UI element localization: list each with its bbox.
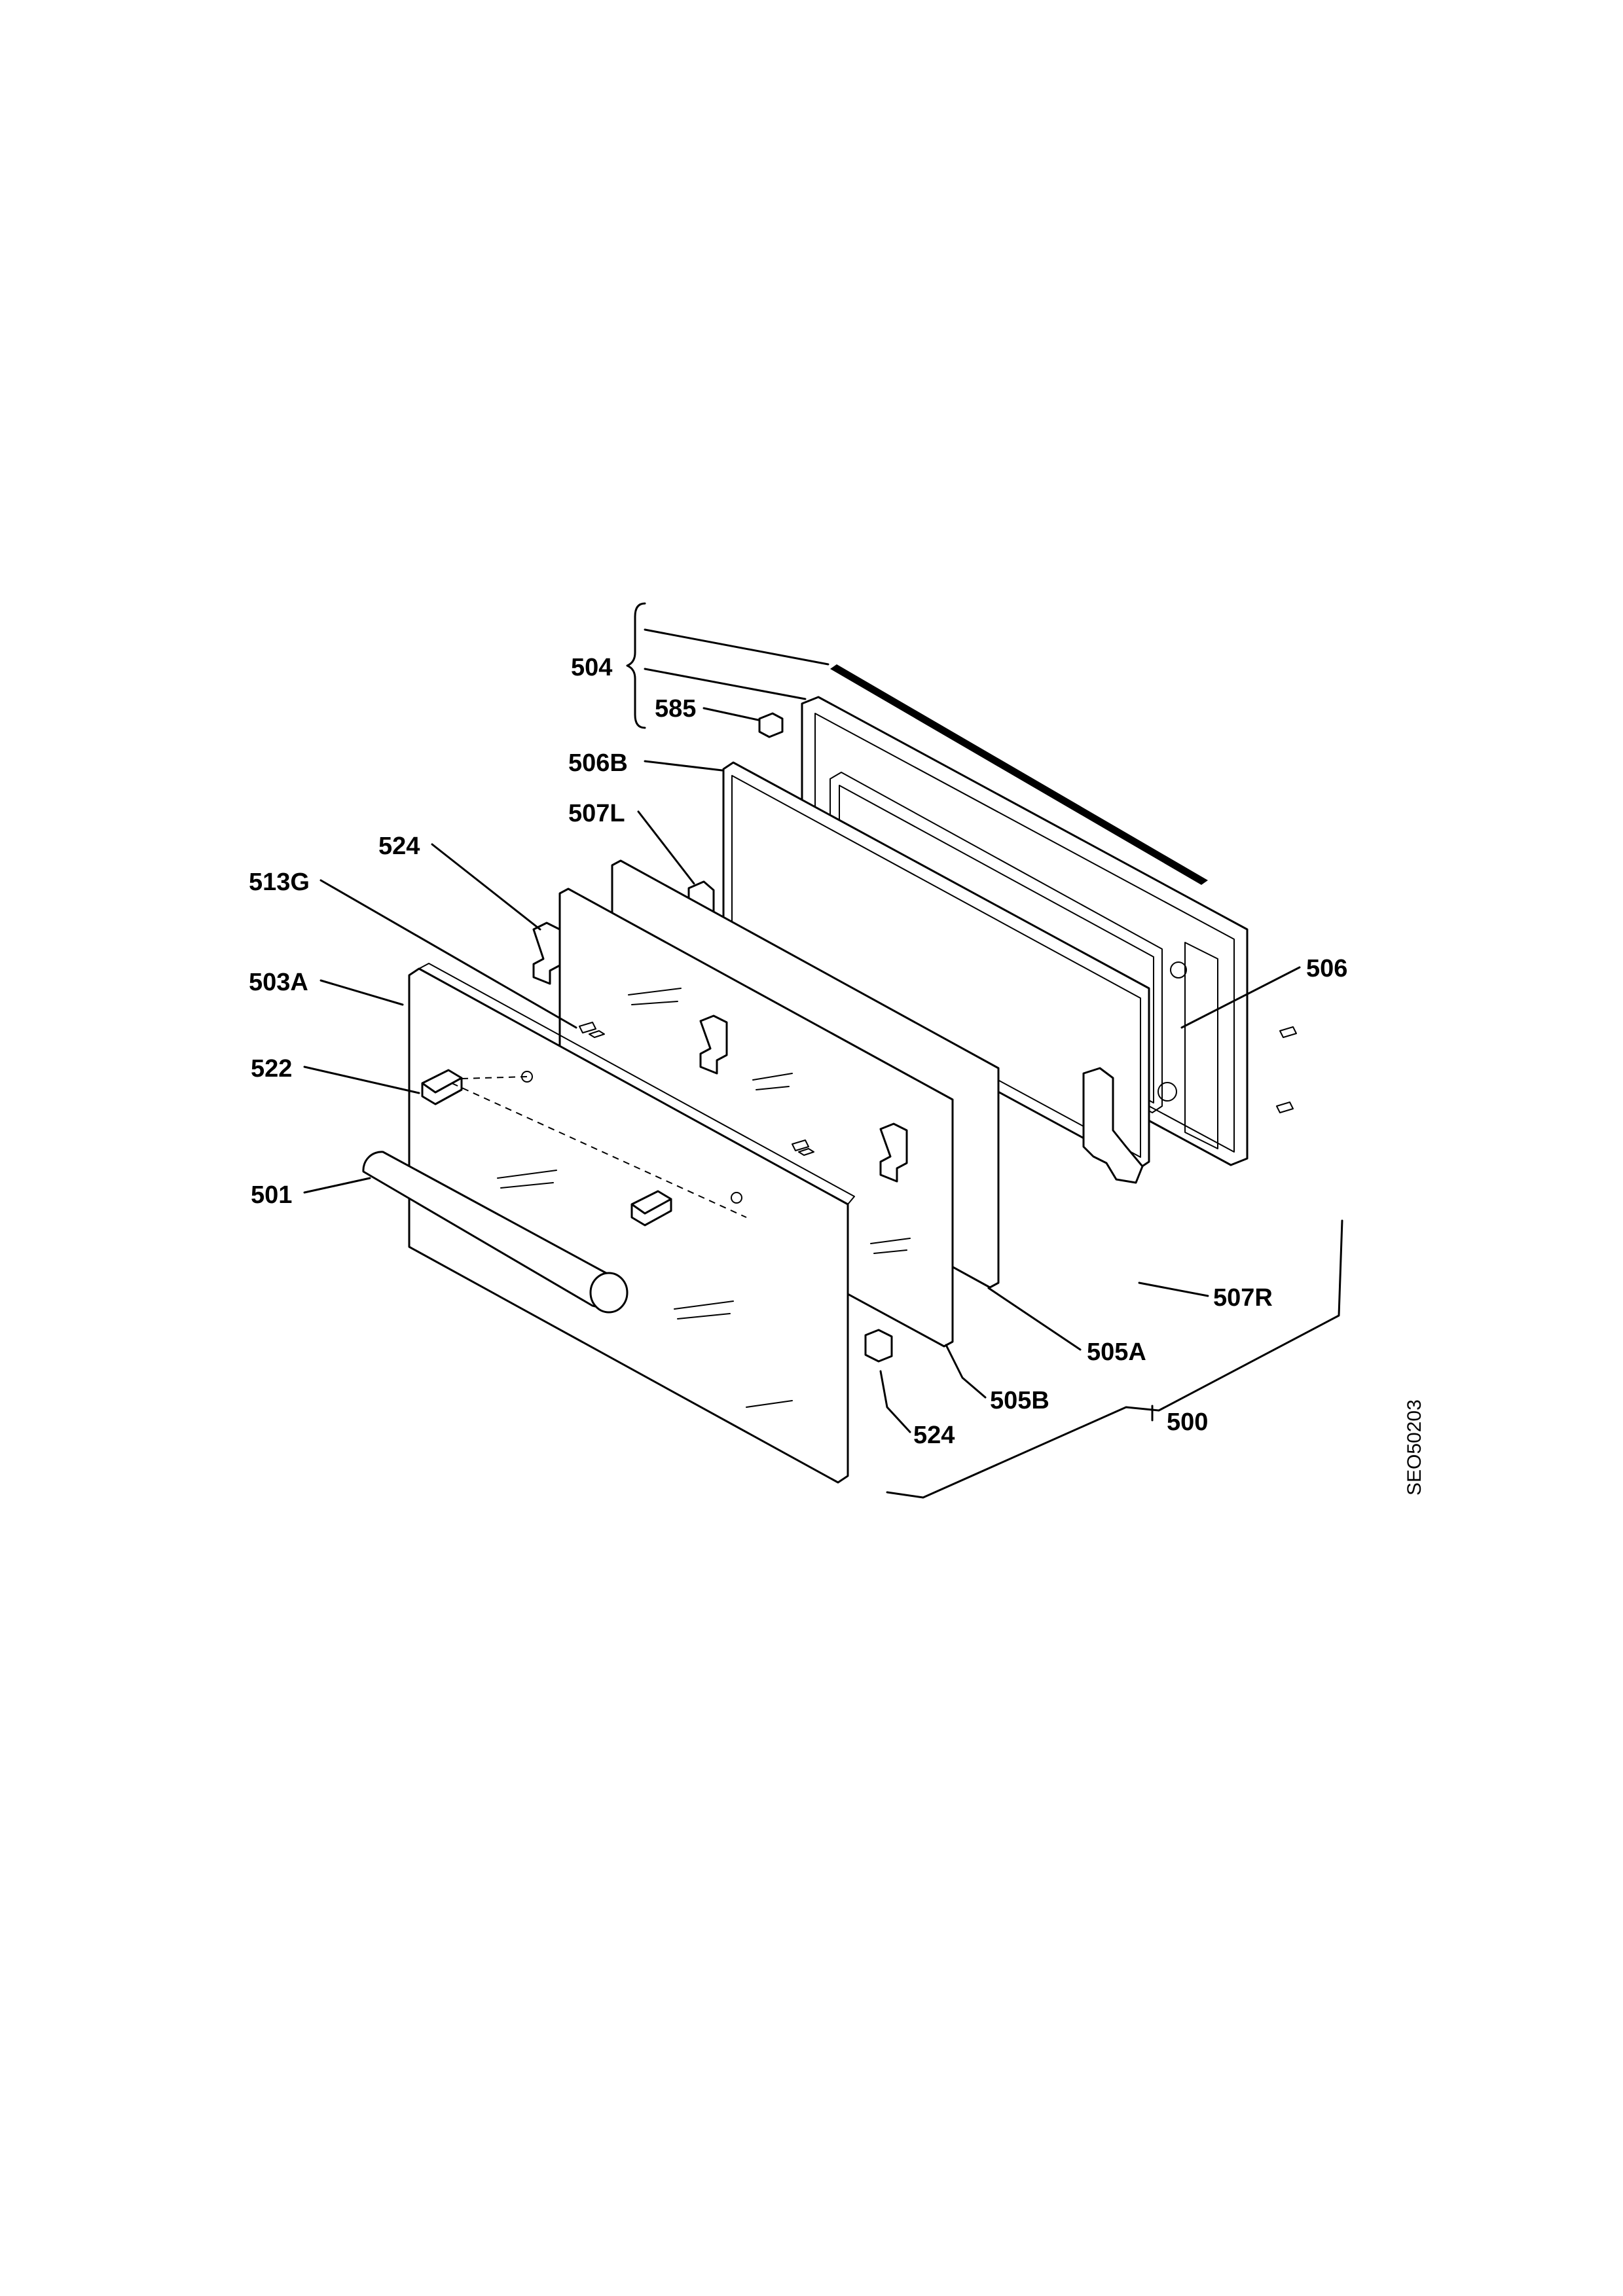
handle-standoffs [421,1069,672,1227]
callout-524-bottom: 524 [913,1422,955,1449]
door-handle [362,1151,629,1314]
callout-503A: 503A [249,969,308,996]
callout-507R: 507R [1213,1284,1273,1312]
glass-brackets [589,1014,908,1183]
callout-505A: 505A [1087,1338,1146,1366]
hinge-right [1082,1067,1144,1184]
callout-506B: 506B [568,749,628,777]
callout-501: 501 [251,1181,292,1209]
leader-lines [303,602,1343,1499]
outer-glass-503A [408,963,855,1484]
callout-505B: 505B [990,1387,1049,1414]
callout-522: 522 [251,1055,292,1083]
clip-524-bottom [864,1329,893,1363]
document-id: SEO50203 [1404,1399,1425,1496]
screws [579,1022,1297,1151]
callout-585: 585 [655,695,696,723]
callout-506: 506 [1306,955,1347,982]
callout-513G: 513G [249,869,310,896]
callout-labels: 504 585 506B 507L 524 513G 503A 522 501 … [249,654,1347,1449]
callout-524-top: 524 [378,833,420,860]
top-trim-strip [830,664,1208,885]
callout-504: 504 [571,654,612,681]
clip-585 [758,712,784,738]
callout-507L: 507L [568,800,625,827]
callout-500: 500 [1167,1408,1208,1436]
clip-524-top [532,922,561,985]
